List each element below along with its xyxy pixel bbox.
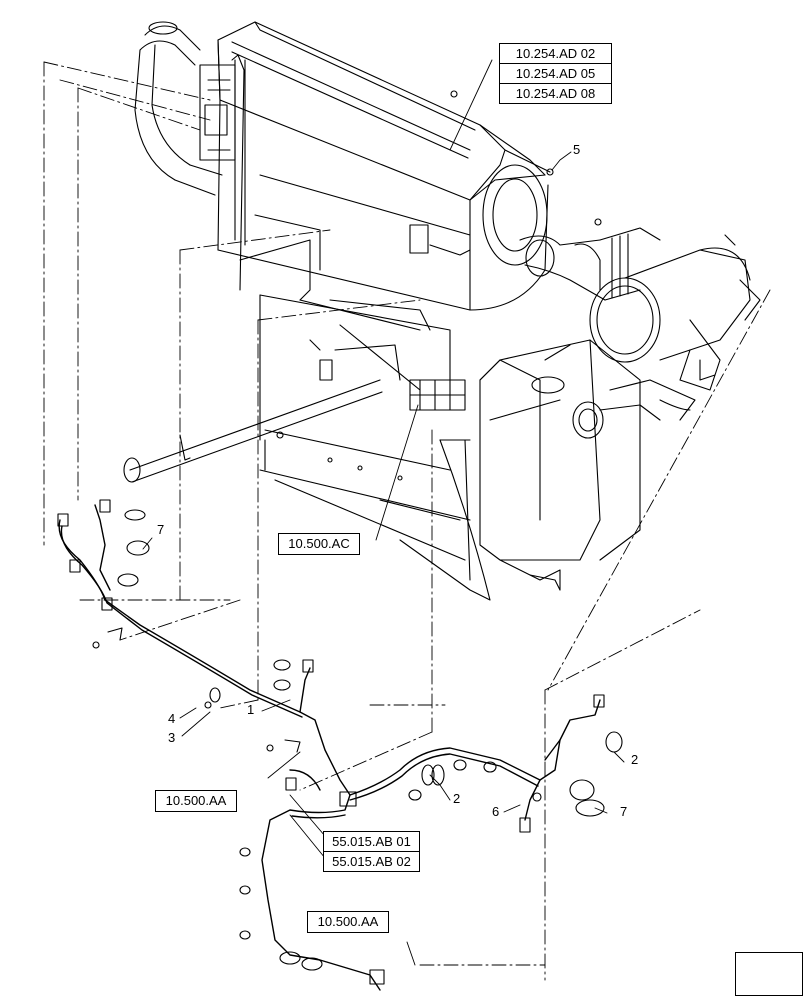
callout-3: 3 [168,730,176,745]
callout-7-left: 7 [157,522,165,537]
support-frame [239,214,491,601]
reference-ab-01[interactable]: 55.015.AB 01 [332,834,411,849]
mounting-bracket [572,279,761,439]
sensor-module [199,54,245,291]
cross-tube [123,344,401,483]
reference-box-ad-group[interactable]: 10.254.AD 02 10.254.AD 05 10.254.AD 08 [499,43,612,104]
callout-4: 4 [168,711,176,726]
callout-1: 1 [247,702,255,717]
reference-aa-bottom-label[interactable]: 10.500.AA [317,914,379,929]
reference-ad-02[interactable]: 10.254.AD 02 [515,46,596,61]
reference-ad-05[interactable]: 10.254.AD 05 [500,63,611,83]
navigation-frame[interactable] [735,952,803,996]
callout-5: 5 [573,142,581,157]
reference-box-ac[interactable]: 10.500.AC [278,533,360,555]
reference-box-aa-bottom[interactable]: 10.500.AA [307,911,389,933]
callout-2-right: 2 [631,752,639,767]
reference-box-ab-group[interactable]: 55.015.AB 01 55.015.AB 02 [323,831,420,872]
harness-connectors [57,379,605,985]
air-filter [589,234,751,363]
callout-6: 6 [492,804,500,819]
reference-ab-02[interactable]: 55.015.AB 02 [324,851,419,871]
reference-ad-08[interactable]: 10.254.AD 08 [500,83,611,103]
tank-module [479,339,641,591]
leader-lines [142,59,625,966]
callout-2-mid: 2 [453,791,461,806]
callout-7-right: 7 [620,804,628,819]
cable-ties [92,90,623,971]
reference-ac-label[interactable]: 10.500.AC [288,536,350,551]
reference-aa-left-label[interactable]: 10.500.AA [165,793,227,808]
reference-box-aa-left[interactable]: 10.500.AA [155,790,237,812]
exhaust-pipe [134,21,223,196]
intake-tube [519,227,661,301]
